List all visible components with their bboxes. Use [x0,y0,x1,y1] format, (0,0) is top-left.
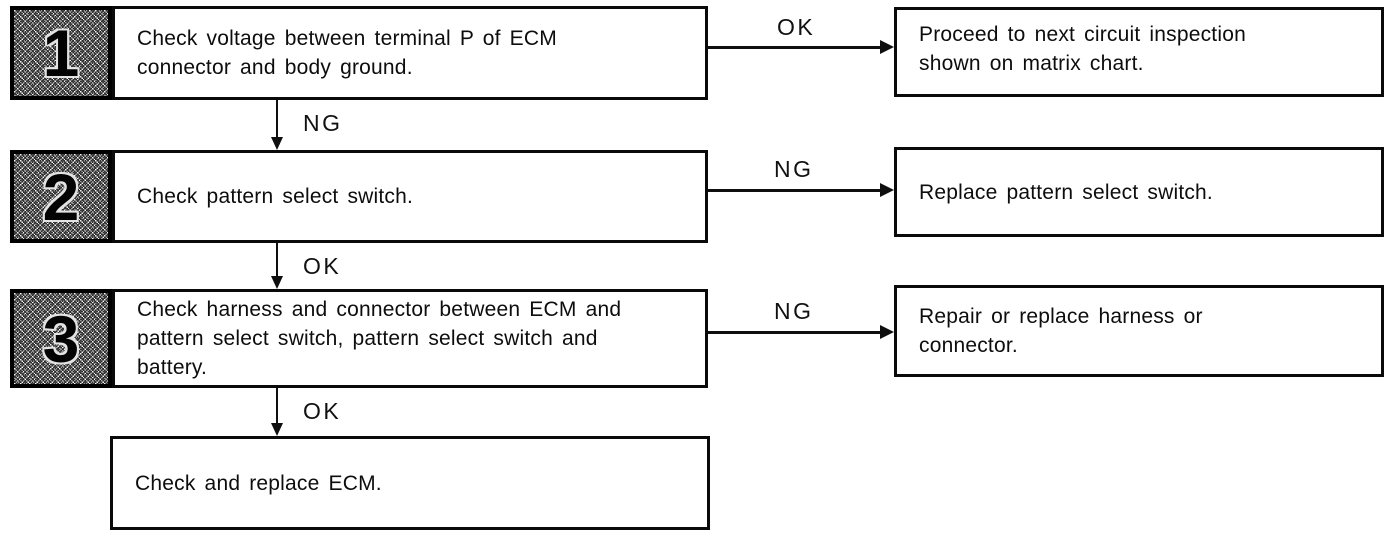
step-2-down-label: OK [303,253,342,279]
step-2-action-text: Check pattern select switch. [137,185,414,208]
step-3-action-box: Check harness and connector between ECM … [112,289,708,388]
step-1-branch-result-box: Proceed to next circuit inspection shown… [894,7,1384,97]
step-2-branch-label: NG [774,156,814,182]
step-2-branch-result-box: Replace pattern select switch. [894,147,1384,237]
step-1-number-badge: 1 [10,6,112,100]
step-3-down-label: OK [303,398,342,424]
step-1-number: 1 [42,16,80,90]
step-3-branch-result-box: Repair or replace harness or connector. [894,285,1384,377]
step-1-branch-label: OK [777,14,816,40]
step-3-branch-arrow [708,325,894,339]
step-1-action-text: Check voltage between terminal P of ECM … [137,27,557,79]
step-3-number: 3 [42,301,80,376]
step-3-number-badge: 3 [10,289,112,388]
step-3-branch-result-text: Repair or replace harness or connector. [919,305,1203,357]
step-2-branch-result-text: Replace pattern select switch. [919,180,1213,204]
step-2-number: 2 [42,159,80,234]
step-1-down-arrow [271,100,283,150]
step-1-down-label: NG [303,110,343,136]
step-3-branch-label: NG [774,298,814,324]
step-1-branch-result-text: Proceed to next circuit inspection shown… [919,23,1246,75]
step-3-down-arrow [271,388,283,436]
step-2-down-arrow [271,243,283,289]
step-2-branch-arrow [708,183,894,197]
step-2-number-badge: 2 [10,150,112,243]
step-1-action-box: Check voltage between terminal P of ECM … [112,6,708,100]
step-3-action-text: Check harness and connector between ECM … [137,298,622,379]
final-action-text: Check and replace ECM. [135,471,382,495]
step-2-action-box: Check pattern select switch. [112,150,708,243]
step-1-branch-arrow [708,40,894,54]
final-action-box: Check and replace ECM. [110,436,710,530]
